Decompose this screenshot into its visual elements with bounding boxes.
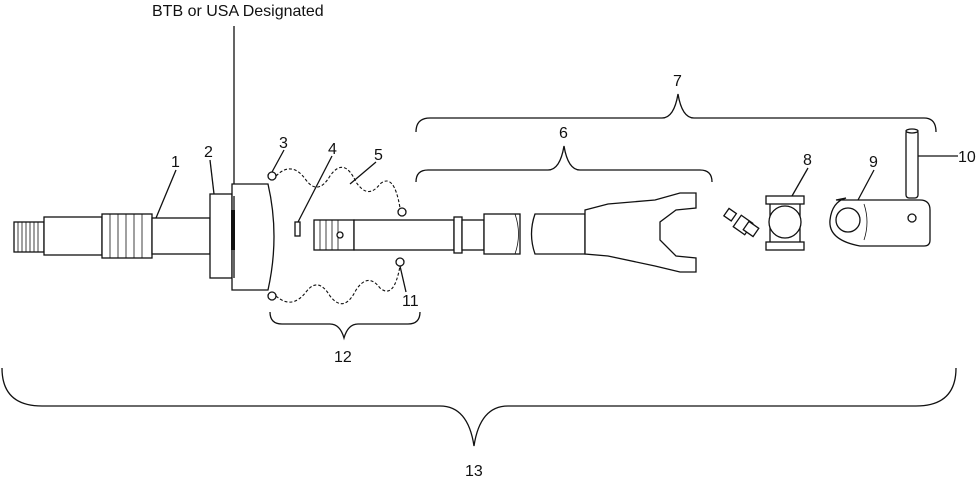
leader-2 [209,159,215,195]
output-shaft [13,213,211,259]
end-yoke [829,197,931,247]
callout-2: 2 [204,144,213,161]
callout-5: 5 [374,147,383,164]
callout-9: 9 [869,154,878,171]
cv-boot-upper [275,166,401,209]
callout-11: 11 [402,293,419,310]
leader-1 [155,169,177,219]
boot-clamp-lower [267,291,277,301]
bracket-12 [269,311,421,341]
stub-shaft [313,213,521,255]
leader-5 [349,161,377,185]
callout-6: 6 [559,125,568,142]
bracket-6 [415,145,713,183]
universal-joint-cross [765,195,805,251]
bracket-7 [415,93,937,133]
cv-housing [209,183,275,291]
leader-3 [271,149,285,173]
designation-note: BTB or USA Designated [152,3,324,20]
bracket-13 [1,367,957,447]
leader-4 [297,155,333,223]
boot-clamp-upper-outer [397,207,407,217]
callout-7: 7 [673,73,682,90]
boot-clamp-outer [395,257,405,267]
callout-10: 10 [958,149,976,166]
yoke-shaft [530,192,697,273]
callout-8: 8 [803,152,812,169]
callout-12: 12 [334,349,352,366]
callout-1: 1 [171,154,180,171]
cv-boot-lower [275,265,401,305]
callout-3: 3 [279,135,288,152]
boot-clamp-inner [267,171,277,181]
callout-13: 13 [465,463,483,480]
leader-8 [791,167,809,197]
roll-pin [905,128,919,199]
leader-11 [399,265,407,293]
leader-9 [857,169,875,201]
callout-4: 4 [328,141,337,158]
grease-fitting [722,207,760,238]
snap-ring [294,221,301,237]
